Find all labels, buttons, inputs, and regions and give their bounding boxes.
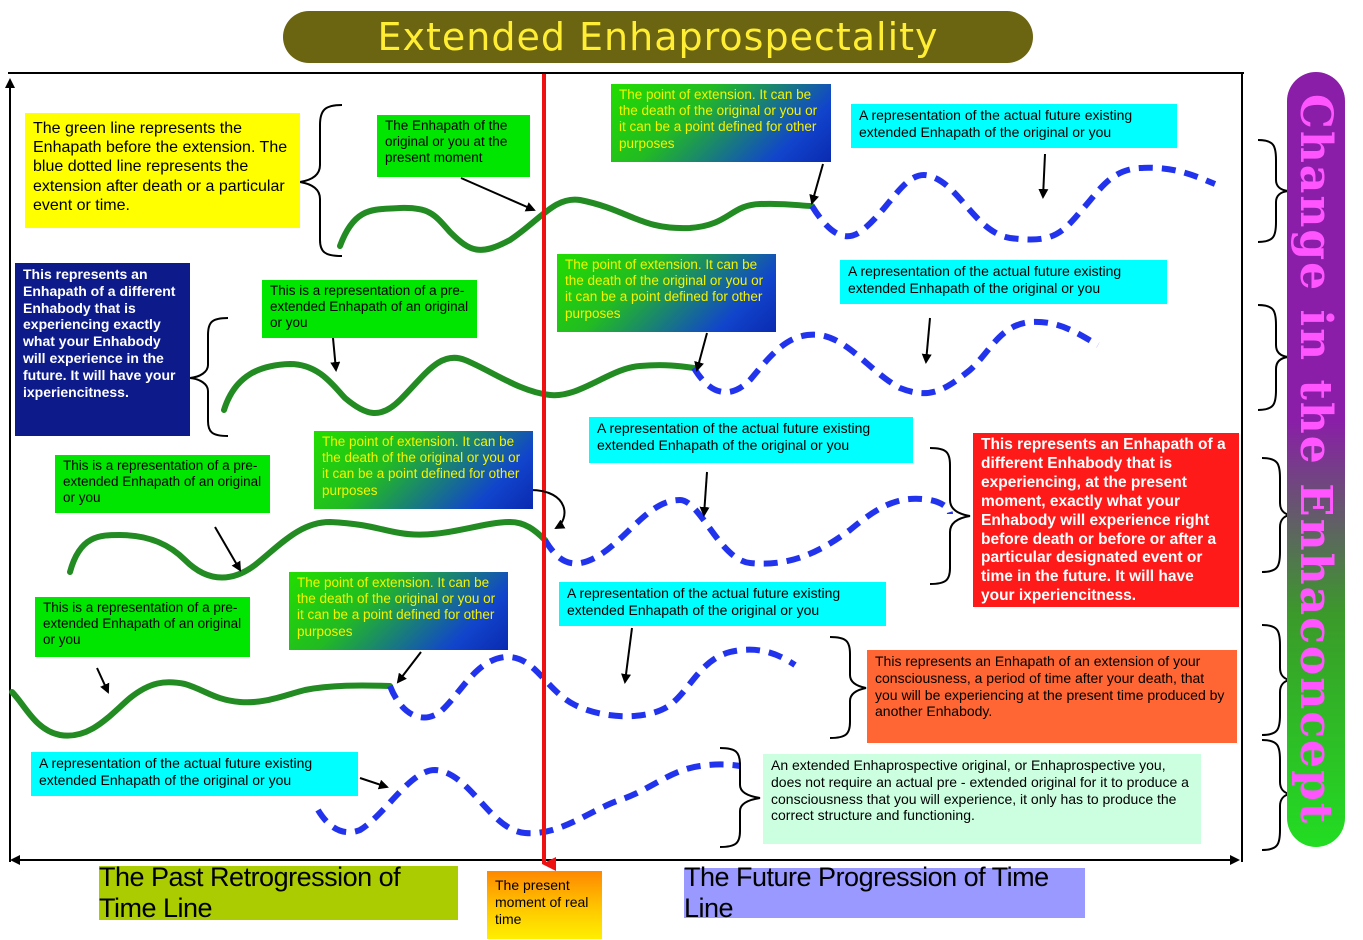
legend-box: The green line represents the Enhapath b… — [25, 113, 300, 228]
pre-extended-box-3: This is a representation of a pre- exten… — [55, 455, 270, 513]
bracket-side-2 — [1257, 304, 1289, 411]
pre-extended-box-4: This is a representation of a pre- exten… — [35, 597, 250, 657]
side-label: Change in the Enhaconcept — [1290, 93, 1342, 826]
arrow-point3 — [529, 489, 566, 529]
bracket-side-5 — [1261, 739, 1291, 851]
point-of-extension-box-3: The point of extension. It can be the de… — [314, 431, 533, 509]
extension-path-1 — [809, 164, 1217, 243]
bracket-side-4 — [1261, 624, 1291, 736]
page-title: Extended Enhaprospectality — [377, 15, 939, 59]
extension-consciousness-box: This represents an Enhapath of an extens… — [867, 650, 1237, 743]
bracket-different-future — [189, 317, 229, 437]
no-original-required-box: An extended Enhaprospective original, or… — [763, 754, 1201, 844]
future-path-box-1: A representation of the actual future ex… — [851, 104, 1177, 148]
bracket-side-3 — [1261, 457, 1291, 573]
bracket-side-1 — [1257, 139, 1289, 243]
different-enhabody-future-box: This represents an Enhapath of a differe… — [15, 263, 190, 436]
arrow-future4 — [621, 627, 633, 684]
past-timeline-label: The Past Retrogression of Time Line — [99, 862, 458, 923]
arrow-future2 — [921, 317, 932, 364]
arrow-point2 — [694, 332, 708, 372]
present-moment-label: The present moment of real time — [487, 871, 602, 939]
side-label-pill: Change in the Enhaconcept — [1287, 72, 1345, 847]
point-of-extension-box-1: The point of extension. It can be the de… — [611, 84, 831, 162]
frame-top-border — [8, 72, 1244, 74]
pre-extension-path-3 — [67, 518, 548, 581]
pre-extension-path-1 — [337, 196, 815, 253]
future-path-box-2: A representation of the actual future ex… — [840, 260, 1167, 304]
arrow-future5 — [359, 777, 389, 790]
point-of-extension-box-4: The point of extension. It can be the de… — [289, 572, 508, 650]
arrow-future3 — [699, 471, 710, 517]
title-banner: Extended Enhaprospectality — [283, 11, 1033, 63]
arrow-future1 — [1038, 153, 1049, 199]
pre-extension-path-4 — [9, 679, 393, 739]
arrow-pre4 — [96, 667, 110, 694]
arrow-pre2 — [330, 337, 341, 372]
arrow-pre3 — [214, 526, 242, 572]
pre-extension-path-2 — [221, 354, 697, 416]
future-path-box-3: A representation of the actual future ex… — [589, 417, 913, 463]
frame-right-border — [1241, 72, 1243, 862]
future-timeline-label: The Future Progression of Time Line — [684, 862, 1085, 923]
extension-path-5 — [315, 761, 741, 837]
pre-extended-box-2: This is a representation of a pre- exten… — [262, 280, 477, 338]
extension-path-4 — [387, 646, 797, 721]
arrow-point1 — [809, 163, 824, 205]
bracket-no-original — [719, 747, 761, 848]
different-enhabody-present-box: This represents an Enhapath of a differe… — [973, 433, 1239, 607]
point-of-extension-box-2: The point of extension. It can be the de… — [557, 254, 776, 332]
bracket-legend — [299, 104, 343, 257]
bracket-different-present — [929, 447, 971, 585]
future-path-box-4: A representation of the actual future ex… — [559, 582, 886, 626]
arrow-present-moment — [460, 177, 536, 212]
arrow-point4 — [396, 651, 422, 684]
bracket-extension-consciousness — [829, 636, 867, 739]
extension-path-3 — [542, 495, 953, 567]
present-moment-box: The Enhapath of the original or you at t… — [377, 115, 530, 177]
extension-path-2 — [691, 318, 1100, 397]
future-path-box-5: A representation of the actual future ex… — [31, 752, 358, 796]
